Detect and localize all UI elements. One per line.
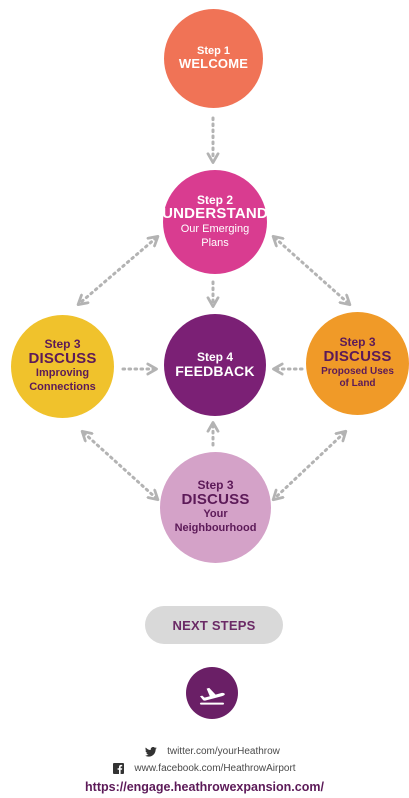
connector-connections-neighbourhood <box>84 433 156 498</box>
next-steps-button[interactable]: NEXT STEPS <box>145 606 283 644</box>
step-detail-line-2: Plans <box>201 236 229 249</box>
step-discuss-neighbourhood-circle: Step 3 DISCUSS Your Neighbourhood <box>160 452 271 563</box>
step-detail-line-2: of Land <box>339 378 376 390</box>
connector-land-neighbourhood <box>275 433 344 498</box>
step-detail-line-2: Connections <box>29 381 96 394</box>
step-number: Step 3 <box>339 335 376 350</box>
twitter-icon <box>145 746 157 757</box>
step-action: DISCUSS <box>323 348 392 366</box>
website-link[interactable]: https://engage.heathrowexpansion.com/ <box>85 780 324 794</box>
step-discuss-connections-circle: Step 3 DISCUSS Improving Connections <box>11 315 114 418</box>
step-detail-line-2: Neighbourhood <box>174 522 257 535</box>
connector-understand-connections <box>80 238 156 303</box>
facebook-row: www.facebook.com/HeathrowAirport <box>0 763 409 774</box>
step-welcome-circle: Step 1 WELCOME <box>164 9 263 108</box>
step-understand-circle: Step 2 UNDERSTAND Our Emerging Plans <box>162 170 268 274</box>
step-action: DISCUSS <box>28 349 97 367</box>
connector-understand-land <box>275 238 348 303</box>
step-number: Step 3 <box>44 337 81 352</box>
step-detail-line-1: Our Emerging <box>180 222 250 235</box>
step-action: FEEDBACK <box>175 362 255 379</box>
step-action: UNDERSTAND <box>162 205 268 223</box>
facebook-icon <box>113 763 125 774</box>
twitter-handle[interactable]: twitter.com/yourHeathrow <box>167 746 280 757</box>
plane-badge <box>186 667 238 719</box>
step-action: DISCUSS <box>181 490 250 508</box>
step-detail-line-1: Proposed Uses <box>321 365 394 377</box>
step-discuss-land-circle: Step 3 DISCUSS Proposed Uses of Land <box>306 312 409 415</box>
step-number: Step 1 <box>196 44 230 57</box>
step-number: Step 4 <box>196 350 233 364</box>
step-number: Step 3 <box>197 478 234 493</box>
step-detail-line-1: Improving <box>35 367 90 380</box>
step-detail-line-1: Your <box>203 508 228 521</box>
step-number: Step 2 <box>196 192 233 207</box>
step-action: WELCOME <box>178 56 249 72</box>
step-feedback-circle: Step 4 FEEDBACK <box>164 314 266 416</box>
facebook-page[interactable]: www.facebook.com/HeathrowAirport <box>134 763 296 774</box>
plane-takeoff-icon <box>200 687 225 705</box>
twitter-row: twitter.com/yourHeathrow <box>0 746 409 757</box>
